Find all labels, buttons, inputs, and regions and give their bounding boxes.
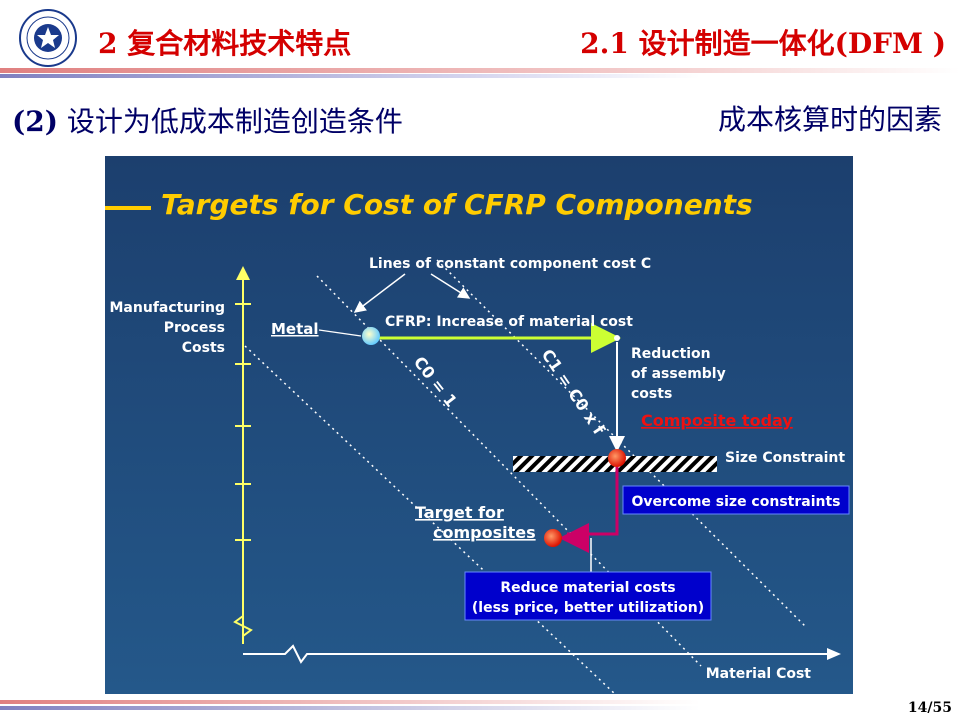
cfrp-point [614,335,620,341]
diagram-title: Targets for Cost of CFRP Components [161,188,753,221]
y-axis-label-line1: Manufacturing [110,300,226,316]
reduce-box-line2: (less price, better utilization) [472,600,704,616]
composite-today-label: Composite today [641,411,793,430]
composite-today-point [608,449,626,467]
x-axis-label: Material Cost [706,666,812,682]
x-axis [243,644,841,664]
y-axis-label-line2: Process [164,320,225,336]
topic-title: 2.1 设计制造一体化(DFM ) [580,27,946,60]
cost-factors-label: 成本核算时的因素 [717,103,942,136]
metal-pointer [318,329,362,337]
metal-point [362,327,380,345]
reduce-box [464,571,712,621]
cfrp-label: CFRP: Increase of material cost [385,314,633,330]
section-title: 2 复合材料技术特点 [98,27,352,60]
target-point [544,529,562,547]
reduction-label-line2: of assembly [631,366,726,382]
reduce-box-line1: Reduce material costs [500,580,675,596]
metal-label: Metal [271,320,319,338]
cost-targets-diagram: Targets for Cost of CFRP Components Manu… [105,156,853,694]
constant-cost-label: Lines of constant component cost C [369,256,651,272]
reduction-label-line1: Reduction [631,346,711,362]
size-constraint-label: Size Constraint [725,450,845,466]
reduction-label-line3: costs [631,386,672,402]
header-stripe [0,68,960,78]
y-axis-label-line3: Costs [182,340,225,356]
y-axis [233,266,253,644]
subtitle-number: (2) [12,105,58,138]
pointer-arrow-2 [430,273,471,299]
constant-cost-line-1 [244,345,616,694]
subtitle-text: 设计为低成本制造创造条件 [66,105,403,138]
overcome-box [622,485,850,515]
target-label-line2: composites [433,523,536,542]
page-number: 14/55 [907,700,952,716]
subtitle: (2) 设计为低成本制造创造条件 [12,100,403,140]
overcome-box-text: Overcome size constraints [631,494,840,510]
pointer-arrow-1 [353,273,406,313]
target-label-line1: Target for [415,503,504,522]
university-logo-icon [19,9,77,67]
footer-stripe [0,700,700,710]
